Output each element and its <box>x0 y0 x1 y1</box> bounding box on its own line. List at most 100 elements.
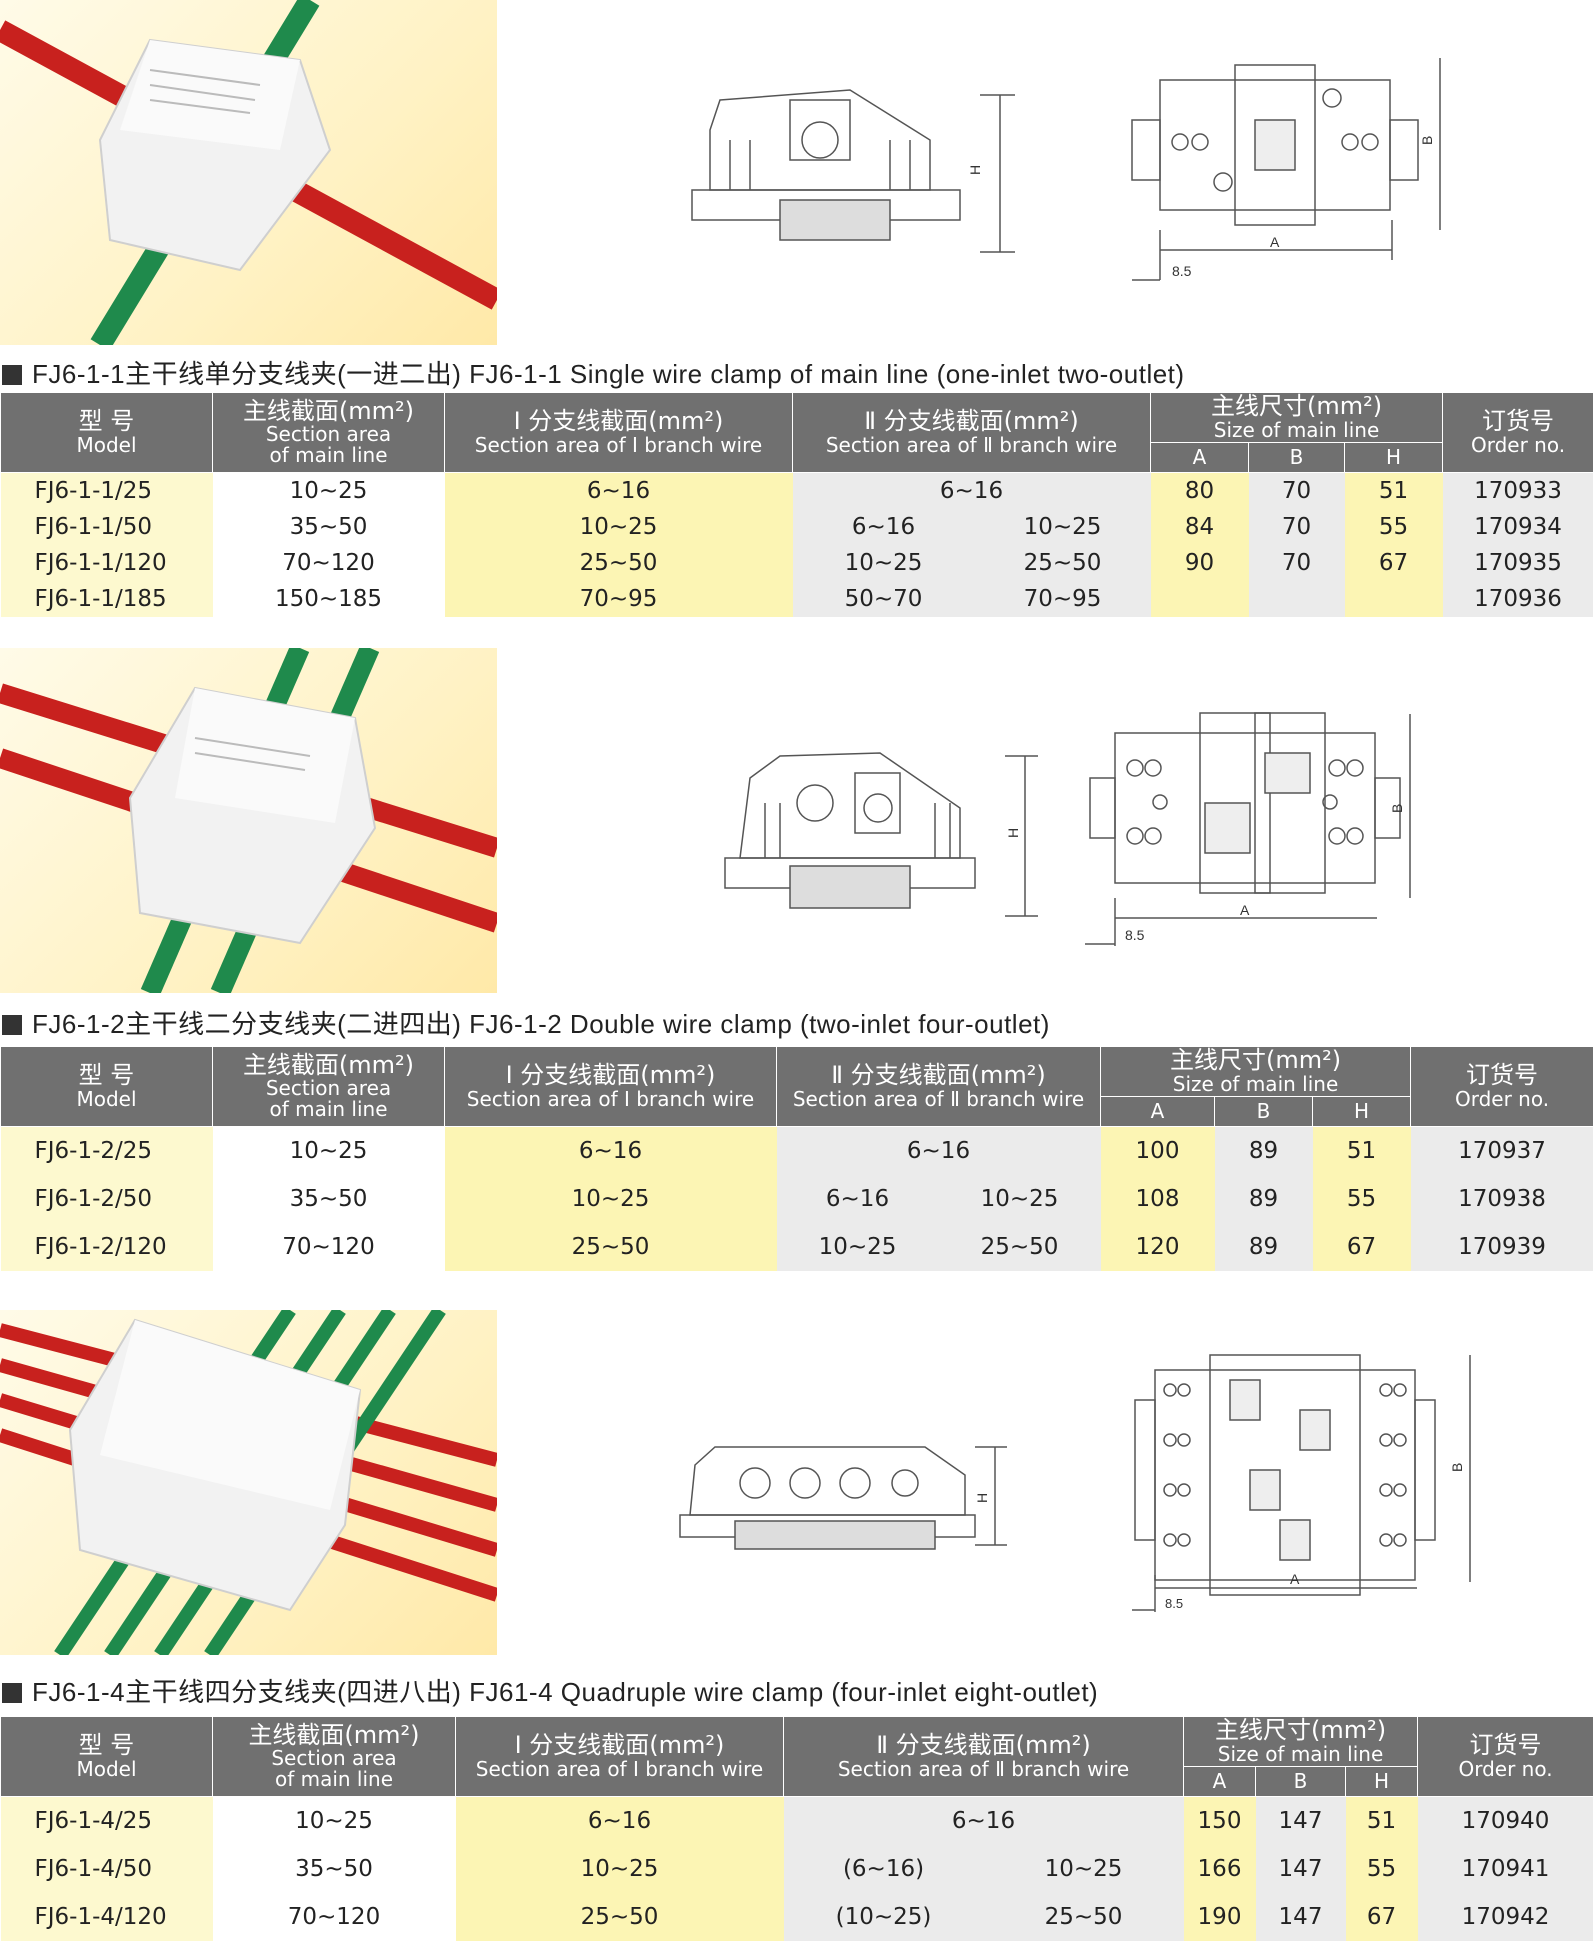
cell-branch-1: 10~25 <box>444 508 793 545</box>
table-row: FJ6-1-4/25 10~25 6~16 6~16 150 147 51 17… <box>0 1796 1593 1845</box>
cell-b: 147 <box>1255 1796 1346 1845</box>
cell-b: 147 <box>1255 1892 1346 1941</box>
cell-main: 70~120 <box>212 544 445 581</box>
bullet-square-icon <box>2 1015 22 1035</box>
cell-model: FJ6-1-2/120 <box>0 1222 213 1271</box>
product-photo-fj6-1-4 <box>0 1310 497 1655</box>
dim-label-b: B <box>1449 1463 1465 1472</box>
cell-branch-2b: 10~25 <box>983 1844 1184 1893</box>
cell-branch-1: 70~95 <box>444 580 793 617</box>
cell-h: 51 <box>1345 1796 1418 1845</box>
table-row: FJ6-1-4/50 35~50 10~25 (6~16) 10~25 166 … <box>0 1844 1593 1893</box>
col-header-h: H <box>1343 442 1444 473</box>
cell-order: 170937 <box>1410 1126 1593 1175</box>
cell-branch-2b: 25~50 <box>938 1222 1101 1271</box>
cell-a: 84 <box>1150 508 1249 545</box>
cell-b: 89 <box>1214 1126 1313 1175</box>
cell-order: 170934 <box>1442 508 1593 545</box>
cell-a: 100 <box>1100 1126 1215 1175</box>
col-header-size: 主线尺寸(mm²)Size of main line <box>1099 1046 1412 1097</box>
cell-main: 10~25 <box>212 1796 456 1845</box>
cell-main: 70~120 <box>212 1892 456 1941</box>
dim-label-a: A <box>1240 902 1250 918</box>
cell-branch-2a: 10~25 <box>792 544 975 581</box>
cell-b: 147 <box>1255 1844 1346 1893</box>
col-header-branch-2: Ⅱ 分支线截面(mm²)Section area of Ⅱ branch wir… <box>783 1716 1184 1797</box>
col-header-branch-2: Ⅱ 分支线截面(mm²)Section area of Ⅱ branch wir… <box>792 392 1151 473</box>
col-header-branch-1: Ⅰ 分支线截面(mm²)Section area of Ⅰ branch wir… <box>444 1046 777 1127</box>
cell-branch-2a: (10~25) <box>783 1892 984 1941</box>
col-header-a: A <box>1183 1766 1256 1797</box>
cell-b: 70 <box>1248 508 1345 545</box>
cell-branch-1: 25~50 <box>455 1892 784 1941</box>
top-view-drawing: A 8.5 B <box>1132 1354 1471 1612</box>
table-row: FJ6-1-1/25 10~25 6~16 6~16 80 70 51 1709… <box>0 472 1593 509</box>
cell-b: 70 <box>1248 544 1345 581</box>
cell-a <box>1150 580 1249 617</box>
cell-main: 35~50 <box>212 508 445 545</box>
cell-branch-1: 6~16 <box>444 1126 777 1175</box>
cell-model: FJ6-1-4/50 <box>0 1844 213 1893</box>
cell-branch-2b: 70~95 <box>974 580 1151 617</box>
side-view-drawing: H <box>679 1446 1007 1550</box>
section-fj6-1-2: H A 8.5 B FJ6-1-2主干线二分支线夹(二进四出) FJ6-1-2 … <box>0 648 1593 1288</box>
cell-order: 170936 <box>1442 580 1593 617</box>
table-row: FJ6-1-4/120 70~120 25~50 (10~25) 25~50 1… <box>0 1892 1593 1941</box>
dim-label-offset: 8.5 <box>1125 927 1145 943</box>
cell-branch-2: 6~16 <box>776 1126 1101 1175</box>
col-header-b: B <box>1214 1096 1313 1127</box>
dim-label-h: H <box>974 1493 990 1503</box>
cell-order: 170935 <box>1442 544 1593 581</box>
bullet-square-icon <box>2 365 22 385</box>
dim-label-b: B <box>1419 136 1435 145</box>
table-row: FJ6-1-2/25 10~25 6~16 6~16 100 89 51 170… <box>0 1126 1593 1175</box>
cell-main: 150~185 <box>212 580 445 617</box>
cell-a: 120 <box>1100 1222 1215 1271</box>
cell-order: 170942 <box>1417 1892 1593 1941</box>
dim-label-a: A <box>1290 1571 1300 1587</box>
cell-branch-1: 10~25 <box>455 1844 784 1893</box>
cell-branch-1: 10~25 <box>444 1174 777 1223</box>
cell-h <box>1344 580 1443 617</box>
cell-branch-2a: 6~16 <box>792 508 975 545</box>
cell-b <box>1248 580 1345 617</box>
cell-branch-2: 6~16 <box>783 1796 1184 1845</box>
cell-branch-2b: 25~50 <box>974 544 1151 581</box>
cell-h: 55 <box>1345 1844 1418 1893</box>
cell-branch-2b: 25~50 <box>983 1892 1184 1941</box>
cell-branch-2a: 50~70 <box>792 580 975 617</box>
col-header-a: A <box>1100 1096 1215 1127</box>
col-header-b: B <box>1255 1766 1346 1797</box>
dim-label-a: A <box>1270 234 1280 250</box>
dim-label-h: H <box>1005 828 1021 838</box>
col-header-size: 主线尺寸(mm²)Size of main line <box>1182 1716 1419 1767</box>
product-photo-fj6-1-2 <box>0 648 497 993</box>
bullet-square-icon <box>2 1683 22 1703</box>
cell-branch-1: 6~16 <box>455 1796 784 1845</box>
cell-order: 170941 <box>1417 1844 1593 1893</box>
cell-model: FJ6-1-2/50 <box>0 1174 213 1223</box>
cell-h: 51 <box>1344 472 1443 509</box>
cell-model: FJ6-1-1/120 <box>0 544 213 581</box>
table-row: FJ6-1-1/120 70~120 25~50 10~25 25~50 90 … <box>0 544 1593 581</box>
table-row: FJ6-1-2/50 35~50 10~25 6~16 10~25 108 89… <box>0 1174 1593 1223</box>
col-header-b: B <box>1248 442 1345 473</box>
cell-branch-2a: 10~25 <box>776 1222 939 1271</box>
cell-b: 89 <box>1214 1222 1313 1271</box>
cell-order: 170939 <box>1410 1222 1593 1271</box>
cell-model: FJ6-1-4/25 <box>0 1796 213 1845</box>
cell-order: 170933 <box>1442 472 1593 509</box>
cell-model: FJ6-1-1/185 <box>0 580 213 617</box>
cell-h: 67 <box>1344 544 1443 581</box>
dim-label-offset: 8.5 <box>1172 263 1192 279</box>
cell-a: 190 <box>1183 1892 1256 1941</box>
cell-order: 170940 <box>1417 1796 1593 1845</box>
